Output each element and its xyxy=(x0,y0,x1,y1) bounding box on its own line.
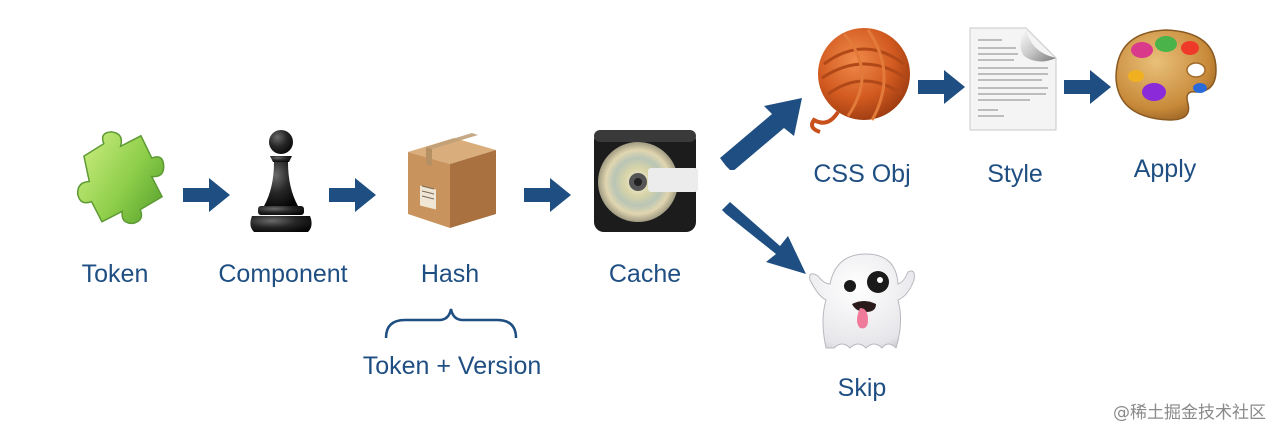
node-label-hash: Hash xyxy=(420,260,480,288)
minidisc-icon xyxy=(594,130,698,232)
chess-pawn-icon xyxy=(250,130,312,232)
node-label-css-obj: CSS Obj xyxy=(813,160,911,188)
puzzle-piece-icon xyxy=(76,131,165,225)
watermark-text: @稀土掘金技术社区 xyxy=(1113,403,1266,423)
document-page-icon xyxy=(969,27,1057,131)
ghost-icon xyxy=(809,253,915,349)
node-label-skip: Skip xyxy=(837,374,887,402)
curly-brace-icon xyxy=(384,308,518,339)
node-label-style: Style xyxy=(987,160,1043,188)
arrow-down-right-icon xyxy=(722,202,806,274)
arrow-right-icon xyxy=(329,178,376,212)
package-box-icon xyxy=(408,133,496,228)
arrow-right-icon xyxy=(524,178,571,212)
arrow-right-icon xyxy=(183,178,230,212)
node-label-apply: Apply xyxy=(1133,155,1197,183)
arrow-right-icon xyxy=(1064,70,1111,104)
hash-note-label: Token + Version xyxy=(362,352,542,380)
yarn-ball-icon xyxy=(810,28,910,134)
paint-palette-icon xyxy=(1115,29,1217,121)
node-label-cache: Cache xyxy=(608,260,682,288)
node-label-component: Component xyxy=(218,260,348,288)
arrow-right-icon xyxy=(918,70,965,104)
arrow-up-right-icon xyxy=(720,98,802,170)
node-label-token: Token xyxy=(81,260,149,288)
